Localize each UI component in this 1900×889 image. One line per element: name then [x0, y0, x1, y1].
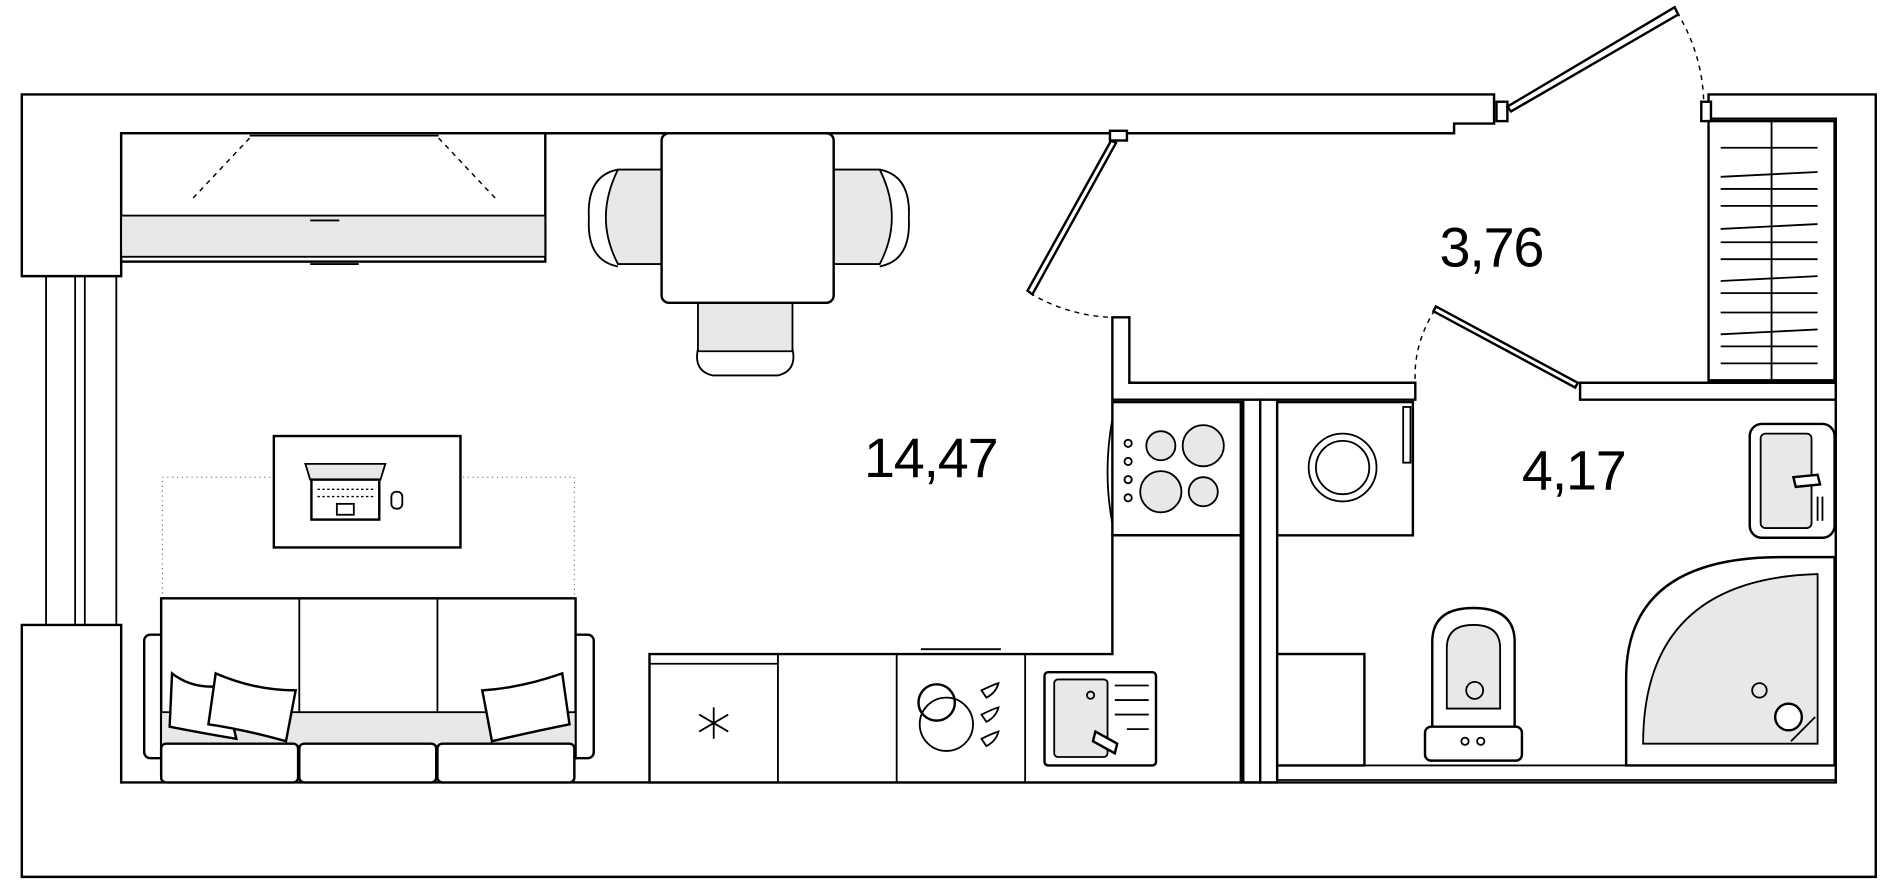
- sink: [1748, 422, 1836, 539]
- entrance-door[interactable]: [1495, 5, 1713, 123]
- wardrobe: [1707, 119, 1836, 382]
- hallway-area-label: 3,76: [1440, 216, 1544, 278]
- washing-machine: [1275, 400, 1415, 537]
- dining-table: [587, 132, 910, 377]
- sofa: [142, 597, 595, 784]
- freezer-icon: [698, 707, 729, 739]
- hanger-line: [1720, 171, 1818, 178]
- hanger-line: [1720, 223, 1818, 230]
- hanger-line: [1720, 275, 1818, 282]
- shower: [1624, 555, 1836, 767]
- laundry-cabinet: [1275, 652, 1366, 767]
- bathroom-door[interactable]: [1414, 304, 1580, 390]
- living-area-label: 14,47: [864, 427, 997, 489]
- desk: [161, 434, 575, 599]
- toilet: [1423, 606, 1524, 762]
- bathroom-area-label: 4,17: [1522, 439, 1626, 501]
- kitchen-counter: [648, 400, 1243, 784]
- interior-walls: [1108, 129, 1837, 784]
- hanger-line: [1720, 328, 1818, 336]
- room-door[interactable]: [1025, 138, 1118, 319]
- wall-cabinet: [119, 132, 547, 265]
